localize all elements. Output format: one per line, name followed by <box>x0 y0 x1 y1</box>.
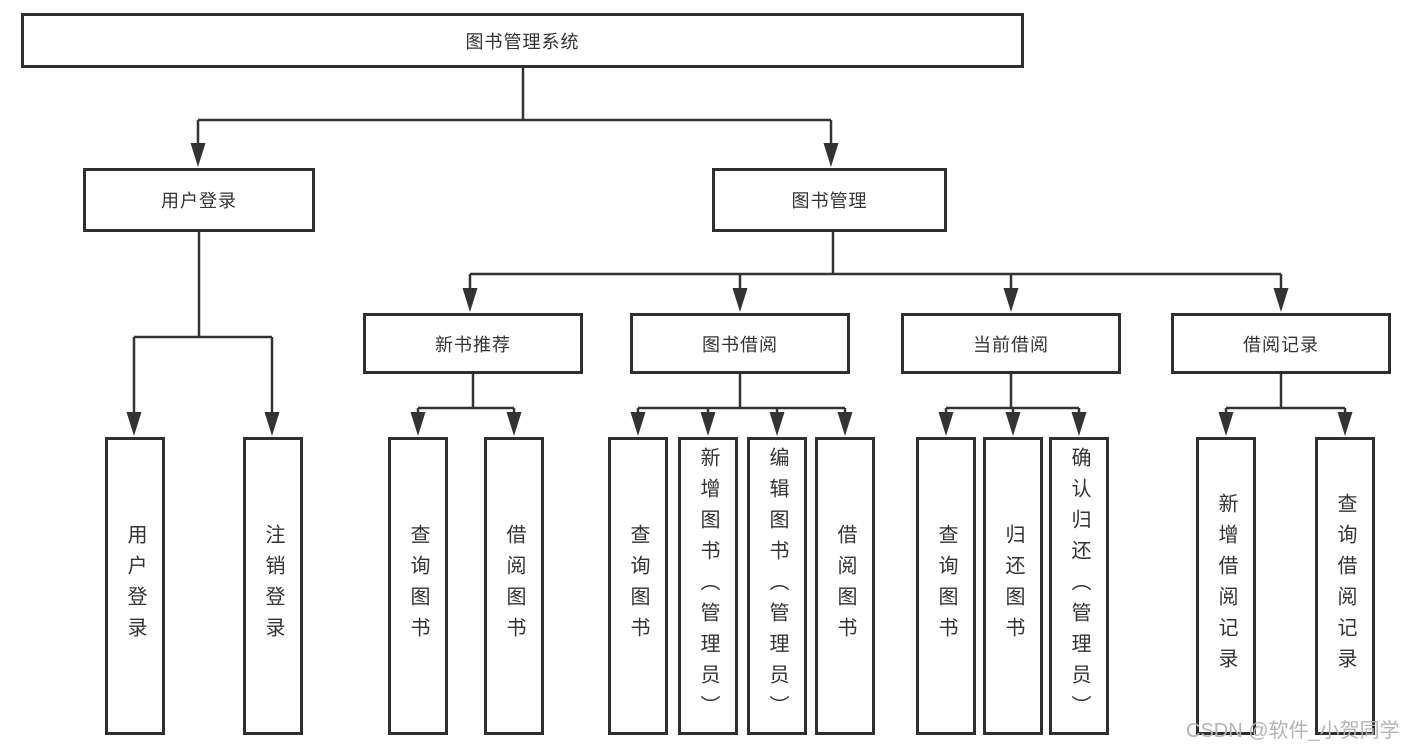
leaf-edit-books-admin: 编辑图书（管理员） <box>747 437 807 735</box>
node-label: 图书管理系统 <box>465 31 580 52</box>
leaf-query-books-1: 查询图书 <box>388 437 448 735</box>
leaf-confirm-return-admin: 确认归还（管理员） <box>1049 437 1109 735</box>
arrow-down-icon <box>769 412 785 436</box>
node-label: 新书推荐 <box>435 334 511 355</box>
csdn-watermark: CSDN @软件_小贺同学 <box>1186 720 1400 742</box>
arrow-down-icon <box>1337 412 1353 436</box>
node-new-book-recommend: 新书推荐 <box>363 313 583 374</box>
node-label: 查询图书 <box>627 524 649 648</box>
arrow-down-icon <box>732 288 748 312</box>
arrow-down-icon <box>506 412 522 436</box>
arrow-down-icon <box>190 143 206 167</box>
arrow-down-icon <box>462 288 478 312</box>
node-book-borrowing: 图书借阅 <box>630 313 850 374</box>
node-label: 借阅图书 <box>834 524 856 648</box>
arrowhead-icons <box>126 143 1353 436</box>
node-label: 用户登录 <box>124 524 146 648</box>
leaf-logout: 注销登录 <box>243 437 303 735</box>
arrow-down-icon <box>126 412 142 436</box>
node-label: 用户登录 <box>161 191 237 211</box>
leaf-query-books-3: 查询图书 <box>916 437 976 735</box>
arrow-down-icon <box>410 412 426 436</box>
node-label: 编辑图书（管理员） <box>766 446 788 726</box>
node-label: 新增借阅记录 <box>1215 493 1237 679</box>
arrow-down-icon <box>1005 412 1021 436</box>
node-book-management: 图书管理 <box>712 168 947 232</box>
arrow-down-icon <box>264 412 280 436</box>
arrow-down-icon <box>630 412 646 436</box>
leaf-return-books: 归还图书 <box>983 437 1043 735</box>
node-borrowing-records: 借阅记录 <box>1171 313 1391 374</box>
arrow-down-icon <box>1273 288 1289 312</box>
node-label: 确认归还（管理员） <box>1068 446 1090 726</box>
leaf-borrow-books-1: 借阅图书 <box>484 437 544 735</box>
leaf-add-books-admin: 新增图书（管理员） <box>678 437 738 735</box>
leaf-user-login: 用户登录 <box>105 437 165 735</box>
leaf-query-borrow-record: 查询借阅记录 <box>1315 437 1375 735</box>
node-current-borrowing: 当前借阅 <box>901 313 1121 374</box>
arrow-down-icon <box>1071 412 1087 436</box>
leaf-query-books-2: 查询图书 <box>608 437 668 735</box>
node-label: 图书管理 <box>791 191 868 211</box>
node-label: 当前借阅 <box>973 334 1049 355</box>
node-label: 归还图书 <box>1002 524 1024 648</box>
node-label: 借阅图书 <box>503 524 525 648</box>
node-root-library-system: 图书管理系统 <box>21 13 1024 68</box>
arrow-down-icon <box>823 143 839 167</box>
arrow-down-icon <box>837 412 853 436</box>
arrow-down-icon <box>1003 288 1019 312</box>
leaf-add-borrow-record: 新增借阅记录 <box>1196 437 1256 735</box>
node-label: 查询图书 <box>935 524 957 648</box>
connector-paths <box>132 68 1347 415</box>
node-label: 新增图书（管理员） <box>697 446 719 726</box>
node-label: 查询借阅记录 <box>1334 493 1356 679</box>
arrow-down-icon <box>1218 412 1234 436</box>
node-user-login: 用户登录 <box>83 168 315 232</box>
node-label: 注销登录 <box>262 524 284 648</box>
node-label: 图书借阅 <box>702 334 778 355</box>
arrow-down-icon <box>700 412 716 436</box>
arrow-down-icon <box>938 412 954 436</box>
node-label: 查询图书 <box>407 524 429 648</box>
leaf-borrow-books-2: 借阅图书 <box>815 437 875 735</box>
node-label: 借阅记录 <box>1243 334 1319 355</box>
